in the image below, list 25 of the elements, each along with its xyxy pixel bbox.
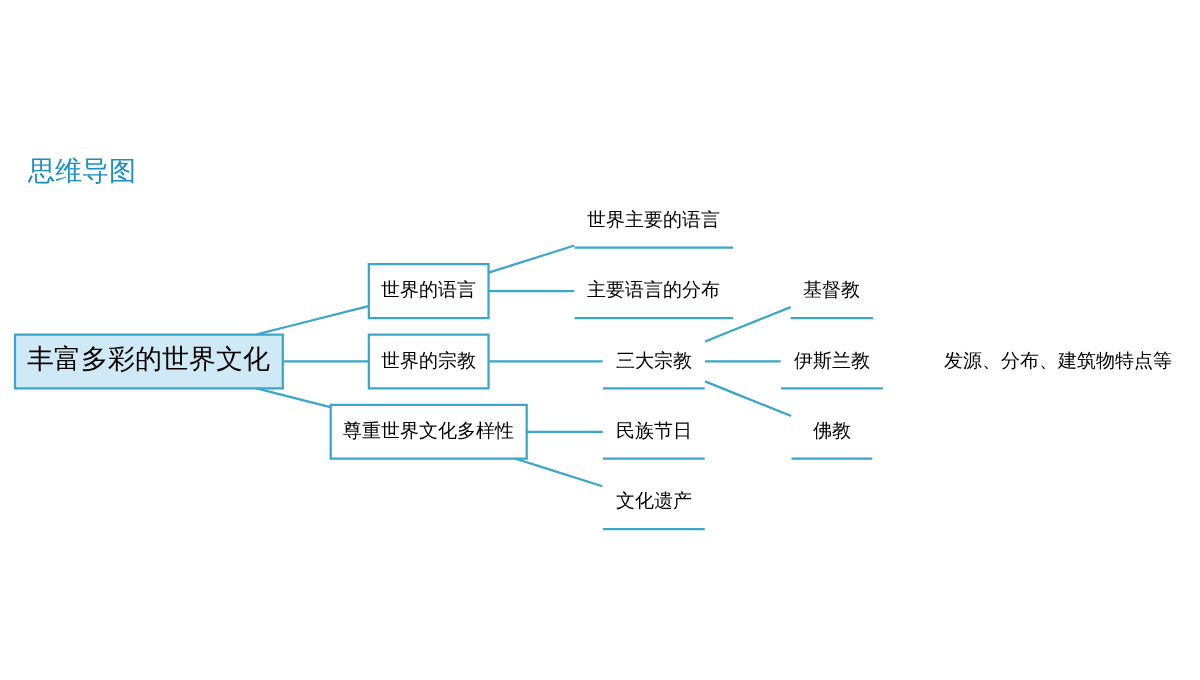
connector — [515, 457, 603, 487]
node-text: 基督教 — [803, 277, 861, 301]
node-box: 尊重世界文化多样性 — [329, 403, 528, 460]
node-text: 世界主要的语言 — [587, 207, 721, 231]
connector — [705, 359, 781, 363]
connector — [283, 359, 369, 363]
diagram-title: 思维导图 — [27, 154, 136, 186]
connector — [488, 359, 603, 363]
node-text: 主要语言的分布 — [587, 277, 721, 301]
connector — [527, 430, 603, 433]
connector — [704, 305, 791, 343]
node-box: 丰富多彩的世界文化 — [13, 332, 284, 389]
node-box: 世界的宗教 — [367, 332, 490, 389]
node-text: 文化遗产 — [615, 488, 692, 512]
connector — [488, 243, 575, 274]
connector — [256, 386, 331, 408]
connector — [256, 304, 369, 336]
node-text: 三大宗教 — [615, 348, 692, 372]
label: 发源、分布、建筑物特点等 — [943, 348, 1172, 372]
connector — [488, 289, 575, 292]
connector — [704, 379, 792, 417]
node-text: 佛教 — [812, 418, 851, 442]
node-text: 民族节日 — [615, 418, 692, 442]
node-text: 伊斯兰教 — [793, 348, 870, 372]
node-box: 世界的语言 — [367, 262, 490, 319]
